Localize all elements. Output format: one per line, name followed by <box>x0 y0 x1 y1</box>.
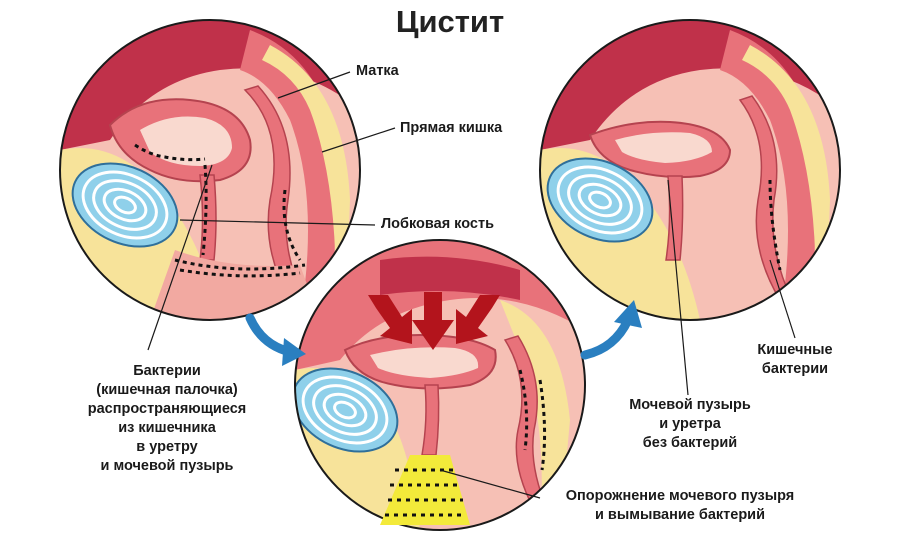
label-bladder-urethra-line: и уретра <box>659 416 721 432</box>
label-bacteria-spread-line: (кишечная палочка) <box>96 382 238 398</box>
label-bladder-urethra-line: Мочевой пузырь <box>629 397 751 413</box>
bacteria-dots-1 <box>134 143 306 278</box>
circle-2-outline <box>294 239 586 531</box>
label-bacteria-spread-line: и мочевой пузырь <box>100 458 234 474</box>
circle-1-outline <box>59 19 361 321</box>
pressure-arrows <box>368 292 500 350</box>
label-bacteria-spread-line: распространяющиеся <box>87 401 247 417</box>
circle-3-outline <box>539 19 841 321</box>
label-bladder-urethra: Мочевой пузырь и уретра без бактерий <box>600 396 780 453</box>
label-intestinal-bacteria: Кишечные бактерии <box>740 341 850 379</box>
bacteria-dots-2 <box>518 369 547 471</box>
label-bacteria-spread: Бактерии (кишечная палочка) распространя… <box>62 362 272 476</box>
label-emptying-line: Опорожнение мочевого пузыря <box>565 488 795 504</box>
arrow-left-to-middle <box>245 313 306 366</box>
label-emptying-line: и вымывание бактерий <box>594 507 766 523</box>
anatomy-circle-3 <box>540 20 840 320</box>
arrow-middle-to-right <box>580 300 642 360</box>
label-bladder-urethra-line: без бактерий <box>642 435 738 451</box>
label-bacteria-spread-line: из кишечника <box>118 420 216 436</box>
label-rectum: Прямая кишка <box>400 120 503 136</box>
label-intestinal-bacteria-line: бактерии <box>761 361 829 377</box>
label-bacteria-spread-line: Бактерии <box>133 363 201 379</box>
bacteria-dots-3 <box>768 179 782 271</box>
label-intestinal-bacteria-line: Кишечные <box>757 342 833 358</box>
leader-lines <box>147 71 796 499</box>
label-pubic-bone: Лобковая кость <box>381 216 494 232</box>
label-bacteria-spread-line: в уретру <box>136 439 198 455</box>
page-title: Цистит <box>395 4 505 39</box>
label-uterus: Матка <box>356 63 399 79</box>
label-emptying: Опорожнение мочевого пузыря и вымывание … <box>520 487 840 525</box>
